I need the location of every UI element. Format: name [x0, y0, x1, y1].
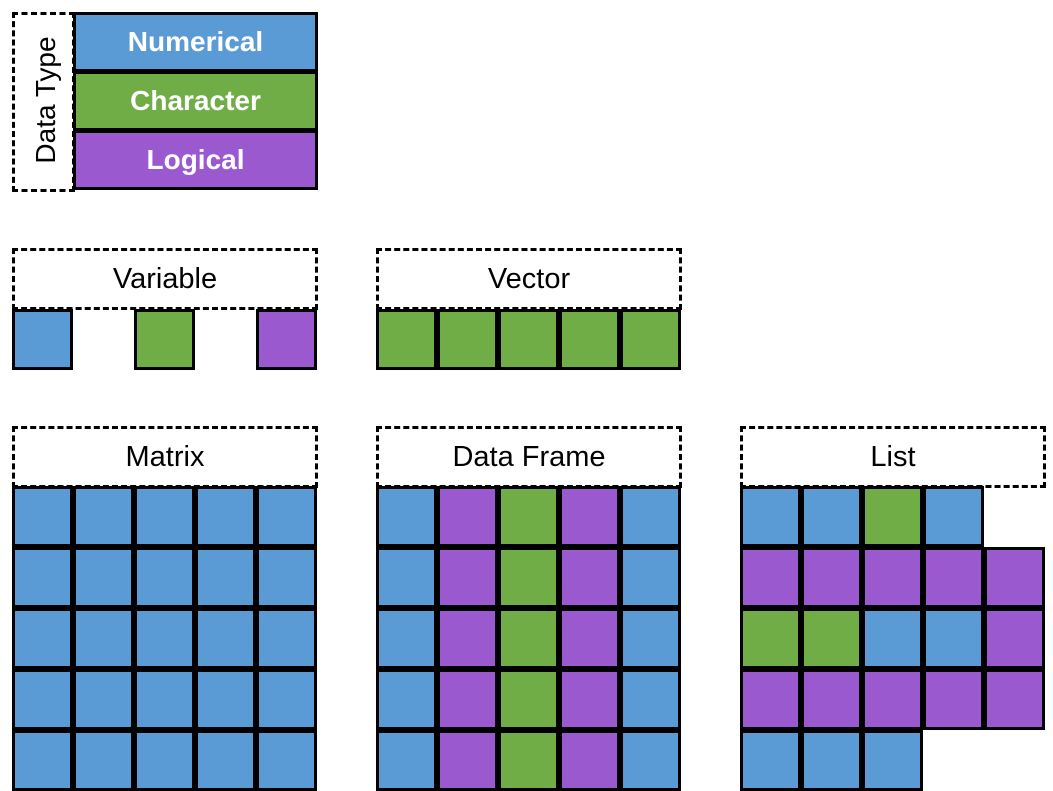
matrix-cell-numerical [256, 669, 317, 730]
data-frame-cell-numerical [620, 547, 681, 608]
matrix-cell-numerical [256, 486, 317, 547]
list-title: List [740, 426, 1046, 488]
data-frame-cell-logical [437, 730, 498, 791]
data-frame-title: Data Frame [376, 426, 682, 488]
matrix-cell-numerical [195, 608, 256, 669]
vector-title: Vector [376, 248, 682, 310]
list-cell-character [862, 486, 923, 547]
list-cell-numerical [740, 730, 801, 791]
matrix-cell-numerical [73, 547, 134, 608]
data-frame-cell-numerical [620, 608, 681, 669]
data-frame-cell-logical [437, 547, 498, 608]
list-cell-logical [984, 608, 1045, 669]
variable-title: Variable [12, 248, 318, 310]
matrix-cell-numerical [73, 730, 134, 791]
legend-item-logical: Logical [73, 130, 318, 190]
vector-cell-character [620, 309, 681, 370]
matrix-cell-numerical [256, 608, 317, 669]
data-frame-cell-numerical [376, 608, 437, 669]
list-cell-numerical [923, 608, 984, 669]
vector-cell-character [559, 309, 620, 370]
data-frame-cell-numerical [620, 730, 681, 791]
matrix-cell-numerical [73, 608, 134, 669]
vector-cell-character [498, 309, 559, 370]
data-frame-cell-logical [437, 486, 498, 547]
matrix-cell-numerical [12, 547, 73, 608]
matrix-cell-numerical [12, 608, 73, 669]
data-frame-cell-logical [559, 608, 620, 669]
matrix-cell-numerical [73, 669, 134, 730]
matrix-cell-numerical [134, 730, 195, 791]
matrix-cell-numerical [134, 547, 195, 608]
vector-cell-character [376, 309, 437, 370]
data-frame-cell-character [498, 547, 559, 608]
variable-cell-logical [256, 309, 317, 370]
matrix-cell-numerical [12, 486, 73, 547]
data-frame-cell-logical [559, 669, 620, 730]
matrix-cell-numerical [256, 547, 317, 608]
list-cell-logical [862, 669, 923, 730]
list-cell-numerical [801, 486, 862, 547]
legend-title: Data Type [30, 36, 61, 164]
matrix-cell-numerical [12, 730, 73, 791]
list-cell-logical [862, 547, 923, 608]
legend-item-character: Character [73, 71, 318, 131]
data-frame-cell-logical [437, 669, 498, 730]
data-frame-cell-numerical [620, 669, 681, 730]
list-cell-logical [984, 669, 1045, 730]
list-cell-numerical [862, 608, 923, 669]
matrix-cell-numerical [73, 486, 134, 547]
data-frame-cell-character [498, 608, 559, 669]
list-cell-logical [923, 669, 984, 730]
data-frame-cell-numerical [376, 669, 437, 730]
variable-cell-character [134, 309, 195, 370]
list-cell-numerical [740, 486, 801, 547]
list-cell-logical [923, 547, 984, 608]
variable-cell-numerical [12, 309, 73, 370]
matrix-cell-numerical [134, 608, 195, 669]
matrix-cell-numerical [134, 486, 195, 547]
data-frame-cell-numerical [376, 486, 437, 547]
data-frame-cell-character [498, 730, 559, 791]
list-cell-logical [801, 669, 862, 730]
list-cell-numerical [862, 730, 923, 791]
list-cell-character [740, 608, 801, 669]
matrix-cell-numerical [195, 547, 256, 608]
list-cell-logical [740, 669, 801, 730]
data-frame-cell-logical [437, 608, 498, 669]
list-cell-logical [740, 547, 801, 608]
data-frame-cell-logical [559, 486, 620, 547]
list-cell-numerical [923, 486, 984, 547]
list-cell-logical [984, 547, 1045, 608]
matrix-cell-numerical [195, 669, 256, 730]
list-cell-numerical [801, 730, 862, 791]
legend-item-numerical: Numerical [73, 12, 318, 72]
vector-cell-character [437, 309, 498, 370]
data-frame-cell-logical [559, 730, 620, 791]
matrix-cell-numerical [134, 669, 195, 730]
data-frame-cell-numerical [620, 486, 681, 547]
data-frame-cell-logical [559, 547, 620, 608]
matrix-cell-numerical [12, 669, 73, 730]
data-frame-cell-character [498, 486, 559, 547]
list-cell-logical [801, 547, 862, 608]
data-frame-cell-character [498, 669, 559, 730]
data-frame-cell-numerical [376, 547, 437, 608]
matrix-cell-numerical [256, 730, 317, 791]
matrix-cell-numerical [195, 730, 256, 791]
list-cell-character [801, 608, 862, 669]
legend-title-box [12, 12, 75, 192]
matrix-title: Matrix [12, 426, 318, 488]
data-frame-cell-numerical [376, 730, 437, 791]
matrix-cell-numerical [195, 486, 256, 547]
